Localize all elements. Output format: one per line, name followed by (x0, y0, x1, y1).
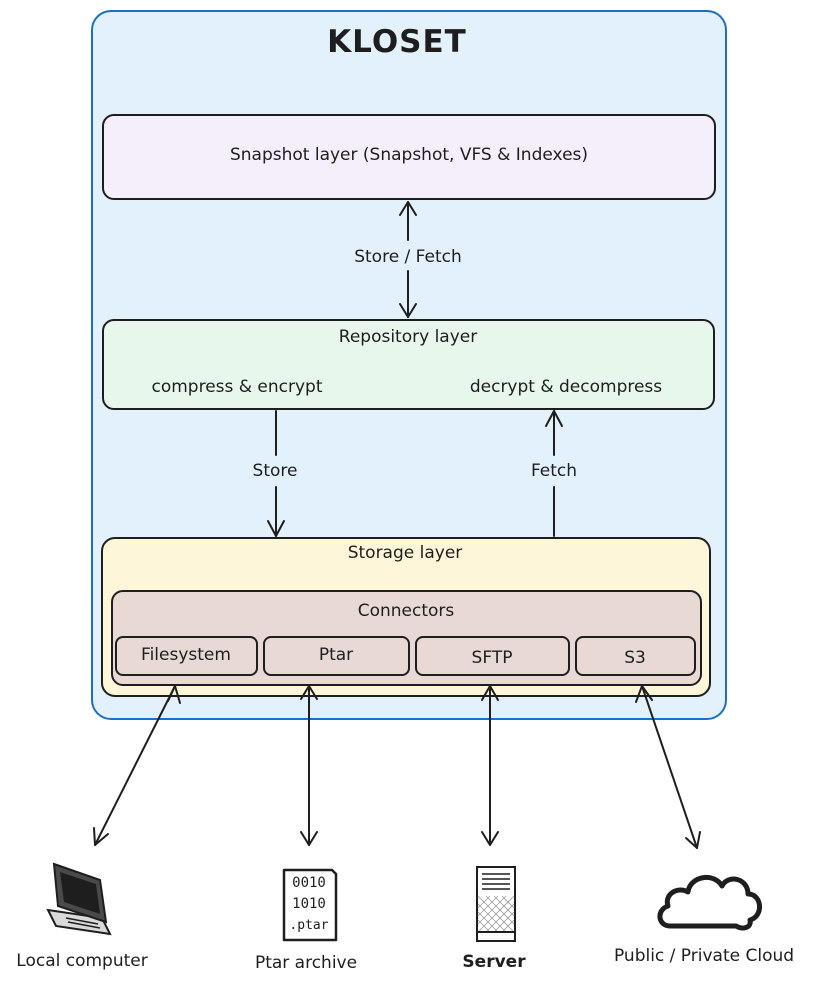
arrow-s3-cloud (635, 685, 701, 849)
local-computer-label: Local computer (16, 951, 148, 971)
store-label: Store (249, 461, 301, 481)
kloset-title: KLOSET (327, 24, 467, 60)
arrow-store-fetch (399, 201, 417, 318)
repository-layer (102, 319, 715, 410)
ptar-file-icon (282, 868, 338, 942)
arrow-store (267, 410, 285, 537)
arrow-fetch (545, 410, 563, 537)
connectors-label: Connectors (357, 601, 455, 621)
server-icon (476, 866, 516, 942)
compress-encrypt-label: compress & encrypt (151, 377, 323, 397)
ptar-archive-label: Ptar archive (254, 953, 358, 973)
connector-sftp-label: SFTP (471, 648, 513, 668)
decrypt-decompress-label: decrypt & decompress (469, 377, 663, 397)
arrow-ptar-archive (300, 685, 318, 846)
server-label: Server (462, 952, 526, 972)
snapshot-layer-label: Snapshot layer (Snapshot, VFS & Indexes) (229, 145, 589, 165)
connector-s3-label: S3 (624, 648, 646, 668)
connector-ptar (263, 636, 410, 676)
arrow-sftp-server (481, 685, 499, 846)
arrow-filesystem-local (93, 685, 181, 846)
connector-s3 (575, 636, 696, 676)
storage-layer-label: Storage layer (347, 543, 463, 563)
ptar-icon-text-2: 1010 (292, 896, 326, 912)
fetch-label: Fetch (527, 461, 581, 481)
connector-ptar-label: Ptar (318, 645, 354, 665)
repository-layer-label: Repository layer (338, 327, 478, 347)
ptar-icon-text-3: .ptar (289, 918, 329, 933)
connector-sftp (415, 636, 570, 676)
connector-filesystem-label: Filesystem (141, 645, 231, 665)
computer-icon (46, 862, 112, 936)
snapshot-layer (102, 114, 716, 200)
cloud-icon (657, 875, 762, 931)
store-fetch-label: Store / Fetch (351, 247, 465, 267)
cloud-label: Public / Private Cloud (613, 946, 795, 966)
connector-filesystem (115, 636, 258, 676)
ptar-icon-text-1: 0010 (292, 875, 326, 891)
